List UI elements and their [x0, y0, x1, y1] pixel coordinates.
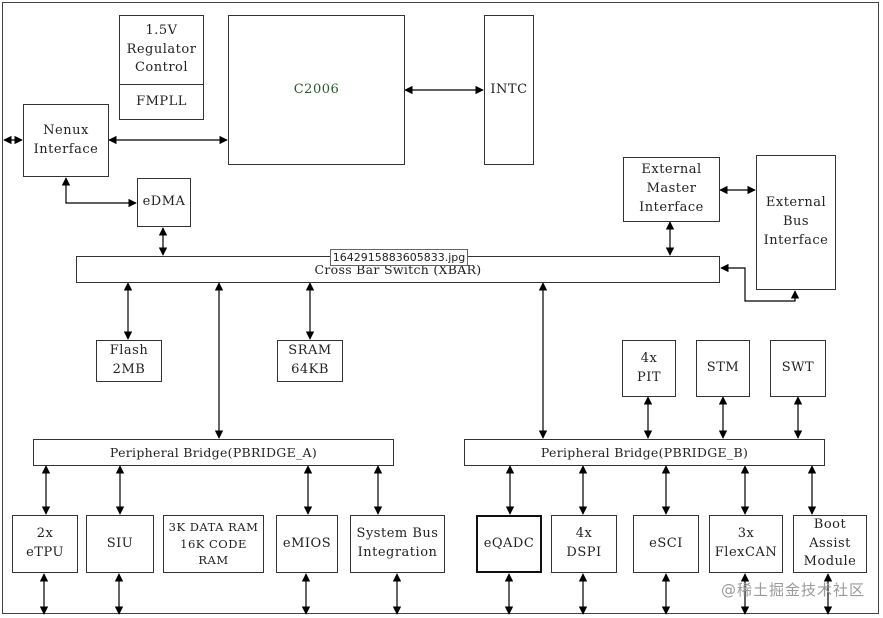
nexus-interface-block: Nenux Interface [23, 104, 109, 177]
edma-block: eDMA [137, 178, 191, 227]
etpu-block: 2x eTPU [12, 515, 78, 573]
flexcan-block: 3x FlexCAN [709, 515, 783, 573]
pit-block: 4x PIT [622, 340, 676, 397]
dspi-block: 4x DSPI [551, 515, 617, 573]
flash-block: Flash 2MB [96, 340, 162, 382]
system-bus-integration-block: System Bus Integration [350, 515, 445, 573]
watermark-text: @稀土掘金技术社区 [720, 581, 865, 599]
external-master-interface-block: External Master Interface [623, 157, 720, 222]
link-nexus-edma [61, 177, 137, 208]
sram-block: SRAM 64KB [277, 340, 343, 382]
boot-assist-module-block: Boot Assist Module [793, 515, 867, 573]
swt-block: SWT [770, 340, 826, 397]
core-block: C2006 [228, 15, 405, 165]
data-code-ram-block: 3K DATA RAM 16K CODE RAM [163, 515, 264, 573]
eqadc-block: eQADC [476, 515, 542, 573]
esci-block: eSCI [633, 515, 699, 573]
external-bus-interface-block: External Bus Interface [756, 155, 836, 290]
emios-block: eMIOS [276, 515, 338, 573]
peripheral-bridge-b: Peripheral Bridge(PBRIDGE_B) [464, 439, 825, 466]
fmpll-block: FMPLL [119, 84, 204, 120]
link-xbar-bus [720, 263, 800, 302]
intc-block: INTC [484, 15, 534, 165]
peripheral-bridge-a: Peripheral Bridge(PBRIDGE_A) [33, 439, 394, 466]
stm-block: STM [696, 340, 750, 397]
regulator-block: 1.5V Regulator Control [119, 15, 204, 85]
file-name-label: 1642915883605833.jpg [330, 249, 468, 266]
siu-block: SIU [86, 515, 154, 573]
